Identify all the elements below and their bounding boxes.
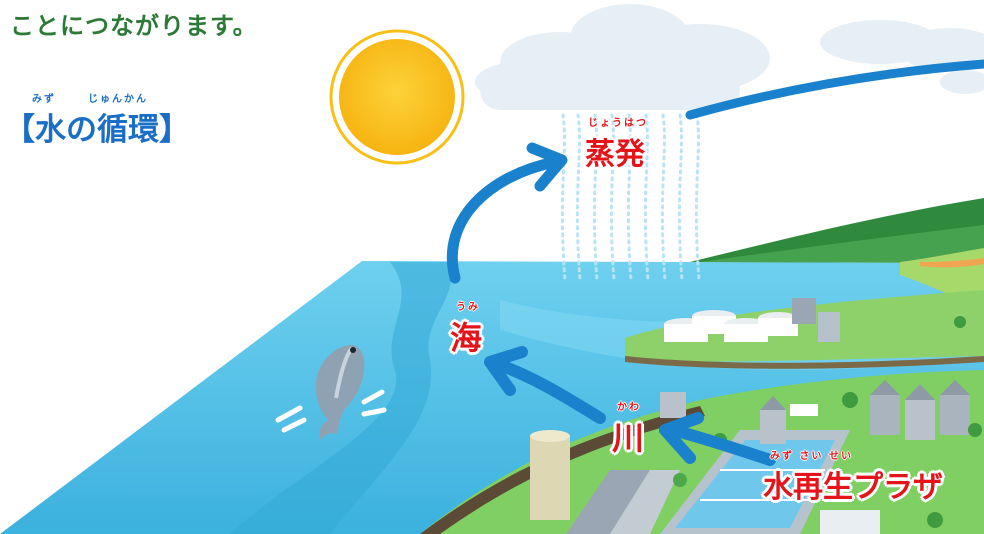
sun-icon: [329, 29, 465, 165]
sea-label: 海: [450, 319, 483, 357]
near-land: [420, 316, 984, 534]
cycle-title: 【水の循環】: [4, 112, 190, 148]
plaza-ruby: みず さい せい: [770, 451, 853, 462]
evaporation-ruby: じょうはつ: [588, 118, 648, 129]
evaporation-mist: [560, 113, 701, 282]
river-ruby: かわ: [617, 402, 641, 413]
houses: [660, 380, 970, 444]
plaza-label: 水再生プラザ: [763, 470, 943, 505]
coast-land: [625, 198, 984, 369]
river-label: 川: [612, 419, 645, 457]
title-ruby-mizu: みず: [32, 94, 56, 105]
sea-ruby: うみ: [456, 302, 480, 313]
fish-icon: [275, 345, 387, 440]
arrow-icon: [446, 59, 984, 466]
intro-text: ことにつながります。: [10, 12, 258, 40]
evaporation-label: 蒸発: [585, 137, 645, 172]
cloud-icon: [475, 4, 984, 110]
tanks: [664, 298, 840, 342]
title-ruby-junkan: じゅんかん: [88, 94, 148, 105]
